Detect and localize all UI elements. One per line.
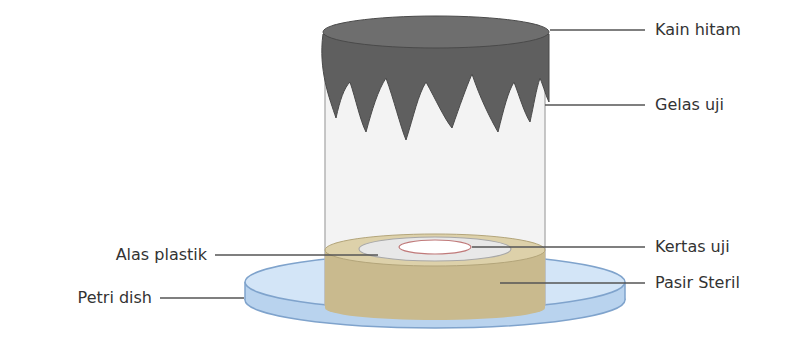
part-label: Petri dish — [78, 288, 152, 307]
black-cloth — [322, 16, 549, 140]
part-label: Alas plastik — [116, 245, 207, 264]
test-paper — [399, 240, 471, 254]
leader-lines — [160, 30, 645, 298]
part-label: Kertas uji — [655, 237, 730, 256]
part-label: Pasir Steril — [655, 273, 740, 292]
part-label: Kain hitam — [655, 20, 741, 39]
plastic-base — [359, 237, 511, 261]
part-label: Gelas uji — [655, 95, 724, 114]
